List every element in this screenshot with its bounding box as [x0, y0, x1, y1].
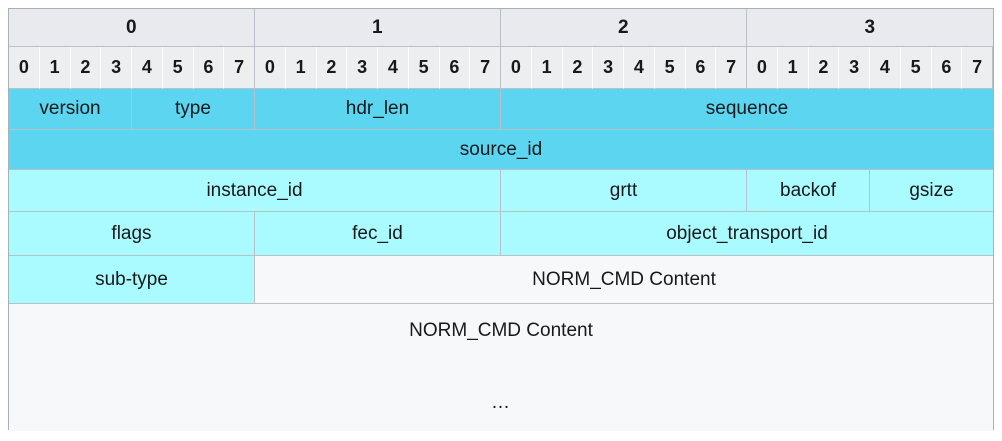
bit-index-3-3: 3 [839, 47, 870, 89]
field-flags: flags [9, 212, 255, 256]
bit-index-1-0: 0 [255, 47, 286, 89]
bit-index-0-1: 1 [39, 47, 71, 89]
field-hdr-len: hdr_len [255, 89, 501, 130]
field-object-transport-id: object_transport_id [501, 212, 993, 256]
bit-index-3-0: 0 [747, 47, 778, 89]
bit-index-2-1: 1 [531, 47, 563, 89]
bit-index-2-3: 3 [593, 47, 624, 89]
field-fec-id: fec_id [255, 212, 501, 256]
bit-index-3-7: 7 [962, 47, 993, 89]
bit-index-0-2: 2 [70, 47, 102, 89]
field-sequence: sequence [501, 89, 993, 130]
bit-index-0-5: 5 [162, 47, 194, 89]
bit-index-0-0: 0 [9, 47, 40, 89]
byte-index-0: 0 [9, 9, 255, 47]
field-instance-id: instance_id [9, 170, 501, 212]
bit-index-1-5: 5 [408, 47, 440, 89]
field-sub-type: sub-type [9, 256, 255, 304]
bit-index-2-2: 2 [562, 47, 594, 89]
field-version: version [9, 89, 132, 130]
bit-index-3-1: 1 [777, 47, 809, 89]
field-gsize: gsize [870, 170, 993, 212]
payload-block: NORM_CMD Content … [9, 304, 993, 431]
bit-index-1-2: 2 [316, 47, 348, 89]
bit-index-2-6: 6 [685, 47, 717, 89]
byte-index-3: 3 [747, 9, 993, 47]
bit-index-1-6: 6 [439, 47, 471, 89]
bit-index-0-4: 4 [132, 47, 163, 89]
payload-row: NORM_CMD Content … [9, 304, 993, 431]
bit-index-3-6: 6 [931, 47, 963, 89]
field-source-id: source_id [9, 130, 993, 170]
bit-index-1-7: 7 [470, 47, 501, 89]
bit-index-3-4: 4 [870, 47, 901, 89]
field-grtt: grtt [501, 170, 747, 212]
field-backof: backof [747, 170, 870, 212]
bit-index-1-1: 1 [285, 47, 317, 89]
byte-index-1: 1 [255, 9, 501, 47]
bit-index-2-5: 5 [654, 47, 686, 89]
bit-index-3-2: 2 [808, 47, 840, 89]
payload-ellipsis: … [491, 392, 511, 413]
bit-index-0-7: 7 [224, 47, 255, 89]
bit-index-3-5: 5 [900, 47, 932, 89]
byte-index-2: 2 [501, 9, 747, 47]
bit-index-0-6: 6 [193, 47, 225, 89]
field-type: type [132, 89, 255, 130]
bit-index-2-7: 7 [716, 47, 747, 89]
bit-index-2-4: 4 [624, 47, 655, 89]
bit-index-2-0: 0 [501, 47, 532, 89]
bit-index-1-3: 3 [347, 47, 378, 89]
field-norm-cmd-content: NORM_CMD Content [255, 256, 993, 304]
bit-index-1-4: 4 [378, 47, 409, 89]
row-source-id: source_id [9, 130, 993, 170]
payload-title: NORM_CMD Content [409, 320, 593, 341]
bit-index-0-3: 3 [101, 47, 132, 89]
